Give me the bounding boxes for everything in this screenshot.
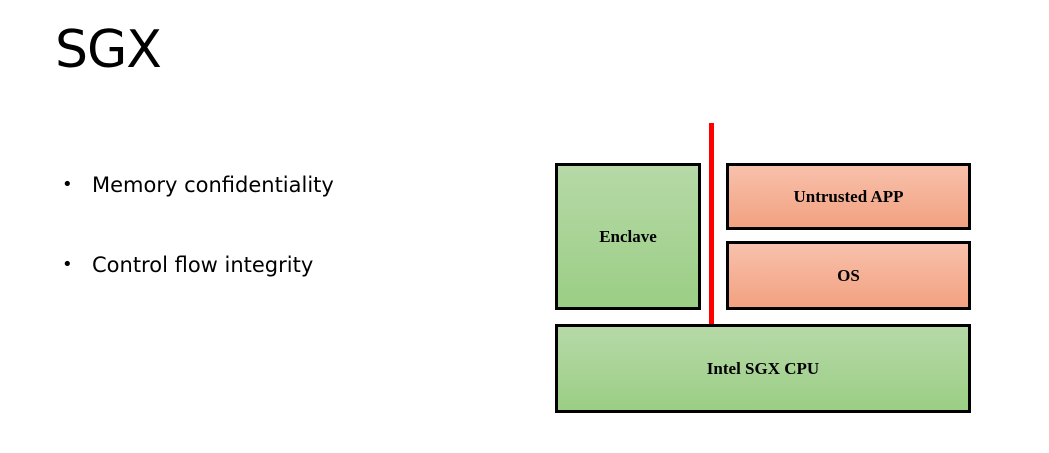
bullet-icon: • — [62, 174, 73, 195]
intel-sgx-cpu-block: Intel SGX CPU — [555, 324, 971, 413]
os-block: OS — [726, 241, 971, 310]
bullet-icon: • — [62, 254, 73, 275]
bullet-item-memory-confidentiality: • Memory confidentiality — [62, 170, 334, 200]
bullet-text: Memory confidentiality — [92, 173, 334, 197]
bullet-text: Control flow integrity — [92, 253, 314, 277]
untrusted-app-block: Untrusted APP — [726, 163, 971, 230]
cpu-label: Intel SGX CPU — [706, 358, 820, 378]
trust-boundary-line — [709, 123, 714, 326]
slide-title: SGX — [55, 20, 162, 80]
bullet-item-control-flow-integrity: • Control flow integrity — [62, 250, 334, 280]
bullet-list: • Memory confidentiality • Control flow … — [62, 170, 334, 330]
enclave-block: Enclave — [555, 163, 701, 310]
os-label: OS — [837, 265, 860, 285]
enclave-label: Enclave — [599, 226, 657, 246]
untrusted-app-label: Untrusted APP — [793, 186, 904, 206]
